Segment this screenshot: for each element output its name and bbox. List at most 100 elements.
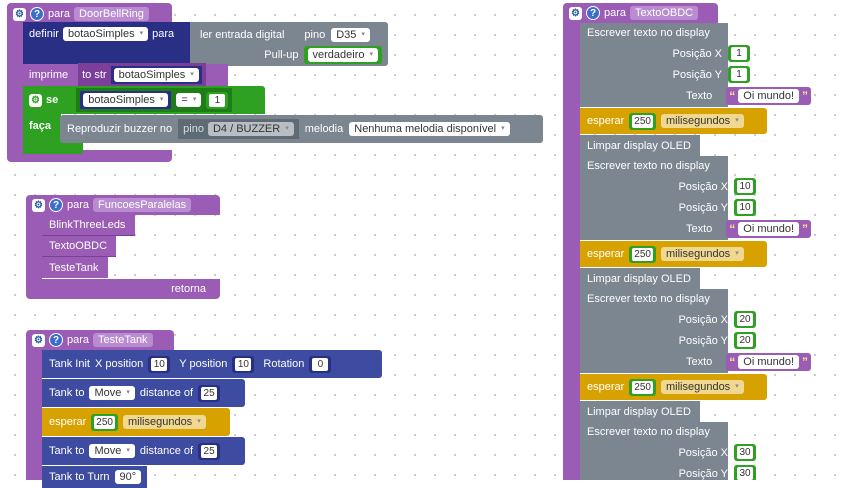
operator-dropdown[interactable]: =▾	[176, 93, 202, 107]
number-block[interactable]: 25	[198, 384, 221, 402]
procedure-name-field[interactable]: TesteTank	[93, 333, 153, 347]
gear-icon[interactable]: ⚙	[569, 6, 582, 20]
help-icon[interactable]: ?	[586, 6, 600, 20]
wait-block[interactable]: esperar 250 milisegundos▾	[580, 108, 767, 134]
number-block[interactable]: 10	[148, 355, 171, 373]
number-block[interactable]: 25	[198, 442, 221, 460]
gear-icon[interactable]: ⚙	[29, 93, 42, 107]
wait-block[interactable]: esperar 250 milisegundos▾	[580, 374, 767, 400]
clear-display-block[interactable]: Limpar display OLED	[580, 401, 700, 422]
text-field[interactable]: Oi mundo!	[738, 354, 800, 369]
variable-getter[interactable]: botaoSimples▾	[110, 66, 202, 84]
unit-dropdown[interactable]: milisegundos▾	[660, 114, 744, 128]
rotation-field[interactable]: 0	[312, 357, 329, 371]
wait-field[interactable]: 250	[632, 114, 653, 128]
gear-icon[interactable]: ⚙	[13, 7, 26, 21]
distance-field[interactable]: 25	[201, 386, 218, 400]
posy-field[interactable]: 10	[737, 201, 753, 214]
distance-field[interactable]: 25	[201, 444, 218, 458]
buzzer-block[interactable]: Reproduzir buzzer no pino D4 / BUZZER▾ m…	[60, 115, 543, 143]
call-blinkthreeleds[interactable]: BlinkThreeLeds	[42, 215, 135, 236]
wait-block[interactable]: esperar 250 milisegundos▾	[580, 241, 767, 267]
number-block[interactable]: 1	[206, 91, 229, 109]
variable-dropdown[interactable]: botaoSimples▾	[83, 93, 169, 107]
pullup-dropdown[interactable]: verdadeiro▾	[307, 48, 378, 62]
number-block[interactable]: 1	[728, 66, 750, 83]
procedure-name-field[interactable]: TextoOBDC	[630, 6, 699, 20]
wait-field[interactable]: 250	[632, 247, 653, 261]
number-block[interactable]: 250	[629, 245, 656, 263]
clear-display-block[interactable]: Limpar display OLED	[580, 268, 700, 289]
tank-move-block-2[interactable]: Tank to Move▾ distance of 25	[42, 437, 245, 465]
string-block[interactable]: “ Oi mundo! ”	[726, 86, 812, 105]
unit-dropdown[interactable]: milisegundos▾	[122, 415, 206, 429]
y-position-field[interactable]: 10	[235, 357, 252, 371]
call-textoobdc[interactable]: TextoOBDC	[42, 236, 116, 257]
number-block[interactable]: 10	[232, 355, 255, 373]
posx-field[interactable]: 1	[731, 47, 747, 60]
pin-dropdown[interactable]: D35▾	[331, 28, 370, 42]
number-block[interactable]: 20	[734, 311, 756, 328]
write-text-block[interactable]: Escrever texto no display	[580, 156, 728, 240]
variable-getter[interactable]: botaoSimples▾	[80, 91, 172, 109]
turn-angle-field[interactable]: 90°	[114, 470, 142, 484]
number-block[interactable]: 250	[629, 112, 656, 130]
variable-dropdown[interactable]: botaoSimples▾	[62, 27, 149, 41]
help-icon[interactable]: ?	[30, 7, 44, 21]
tank-init-block[interactable]: Tank Init X position 10 Y position 10 Ro…	[42, 350, 382, 378]
wait-field[interactable]: 250	[94, 415, 115, 429]
posx-field[interactable]: 20	[737, 313, 753, 326]
help-icon[interactable]: ?	[49, 333, 63, 347]
number-block[interactable]: 30	[734, 444, 756, 461]
variable-dropdown[interactable]: botaoSimples▾	[113, 68, 199, 82]
read-digital-block[interactable]: ler entrada digital pino D35▾ Pull-up ve…	[190, 22, 388, 66]
imprime-block[interactable]: imprime to str botaoSimples▾	[23, 63, 228, 87]
x-position-field[interactable]: 10	[151, 357, 168, 371]
gear-icon[interactable]: ⚙	[32, 333, 45, 347]
posy-field[interactable]: 30	[737, 467, 753, 480]
number-block[interactable]: 250	[91, 413, 118, 431]
procedure-name-field[interactable]: DoorBellRing	[74, 7, 149, 21]
wait-field[interactable]: 250	[632, 380, 653, 394]
action-dropdown[interactable]: Move▾	[89, 444, 135, 458]
unit-dropdown[interactable]: milisegundos▾	[660, 380, 744, 394]
text-field[interactable]: Oi mundo!	[738, 221, 800, 236]
procedure-textoobdc[interactable]: ⚙ ? para TextoOBDC	[563, 3, 718, 23]
number-block[interactable]: 0	[309, 355, 332, 373]
posy-field[interactable]: 1	[731, 68, 747, 81]
procedure-name-field[interactable]: FuncoesParalelas	[93, 198, 192, 212]
number-block[interactable]: 250	[629, 378, 656, 396]
to-str-block[interactable]: to str botaoSimples▾	[78, 63, 206, 87]
write-text-block[interactable]: Escrever texto no display	[580, 422, 728, 480]
buzzer-pin-dropdown[interactable]: D4 / BUZZER▾	[207, 122, 294, 136]
wait-block[interactable]: esperar 250 milisegundos▾	[42, 408, 230, 436]
number-block[interactable]: 1	[728, 45, 750, 62]
posx-field[interactable]: 10	[737, 180, 753, 193]
call-testetank[interactable]: TesteTank	[42, 257, 108, 278]
help-icon[interactable]: ?	[49, 198, 63, 212]
tank-turn-block[interactable]: Tank to Turn 90°	[42, 466, 147, 488]
number-block[interactable]: 20	[734, 332, 756, 349]
unit-dropdown[interactable]: milisegundos▾	[660, 247, 744, 261]
procedure-funcoesparalelas[interactable]: ⚙ ? para FuncoesParalelas	[26, 195, 220, 215]
write-text-block[interactable]: Escrever texto no display	[580, 23, 728, 107]
tank-move-block[interactable]: Tank to Move▾ distance of 25	[42, 379, 245, 407]
string-block[interactable]: “ Oi mundo! ”	[726, 352, 812, 371]
number-block[interactable]: 30	[734, 465, 756, 480]
number-block[interactable]: 10	[734, 178, 756, 195]
procedure-doorbellring[interactable]: ⚙ ? para DoorBellRing	[7, 3, 172, 25]
action-dropdown[interactable]: Move▾	[89, 386, 135, 400]
clear-display-block[interactable]: Limpar display OLED	[580, 135, 700, 156]
buzzer-pin-block[interactable]: pino D4 / BUZZER▾	[178, 119, 299, 139]
string-block[interactable]: “ Oi mundo! ”	[726, 219, 812, 238]
number-field[interactable]: 1	[209, 93, 226, 107]
number-block[interactable]: 10	[734, 199, 756, 216]
procedure-testetank[interactable]: ⚙ ? para TesteTank	[26, 330, 174, 350]
pullup-boolean-block[interactable]: verdadeiro▾	[303, 46, 382, 64]
melody-dropdown[interactable]: Nenhuma melodia disponível▾	[349, 122, 510, 136]
definir-block[interactable]: definir botaoSimples▾ para	[23, 22, 193, 46]
posx-field[interactable]: 30	[737, 446, 753, 459]
compare-block[interactable]: botaoSimples▾ =▾ 1	[76, 88, 233, 112]
write-text-block[interactable]: Escrever texto no display	[580, 289, 728, 373]
posy-field[interactable]: 20	[737, 334, 753, 347]
